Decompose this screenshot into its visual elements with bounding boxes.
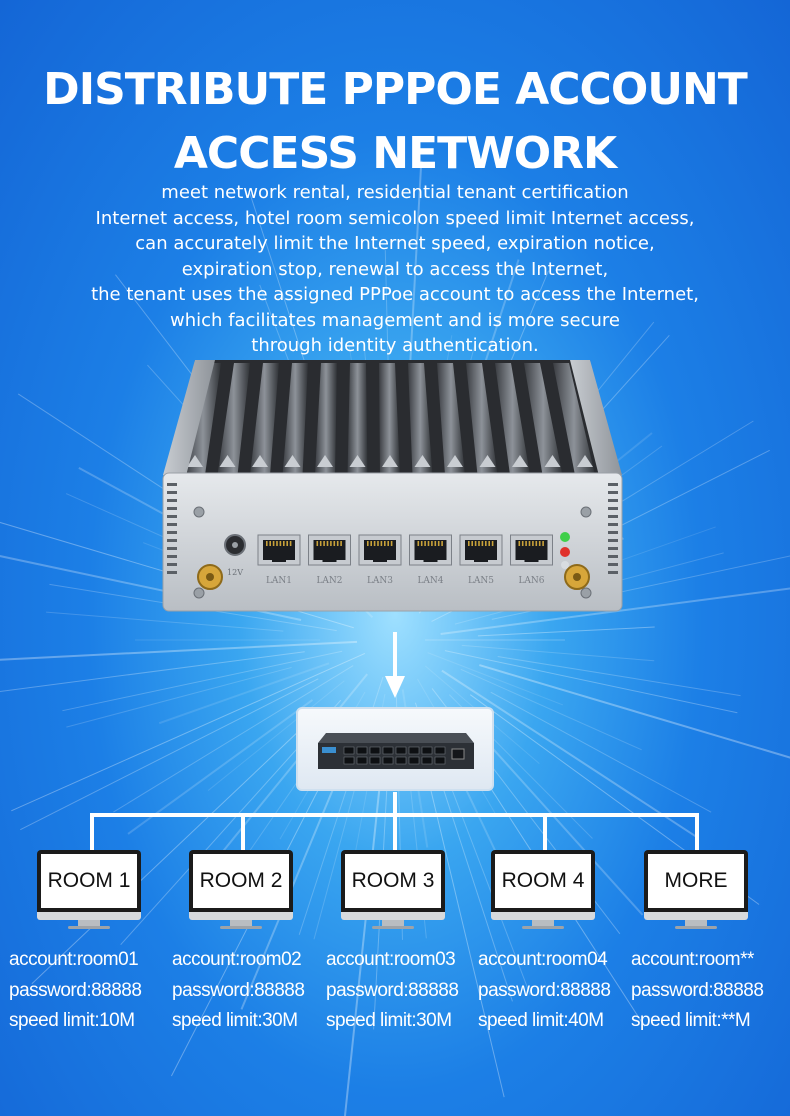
password-text: password:88888 [9, 979, 142, 1001]
network-switch-image [318, 733, 474, 769]
description-line: expiration stop, renewal to access the I… [181, 258, 609, 280]
lan-port-label: LAN6 [518, 576, 544, 586]
lan-port-label: LAN3 [367, 576, 393, 586]
account-text: account:room03 [326, 949, 456, 970]
room-monitor-4: ROOM 4 [491, 850, 595, 929]
headline-line-1: DISTRIBUTE PPPOE ACCOUNT [43, 64, 748, 115]
speed-limit-text: speed limit:40M [478, 1010, 604, 1031]
room-monitor-more: MORE [644, 850, 748, 929]
lan-port-2: LAN2 [308, 534, 351, 586]
room-credentials-more: account:room** password:88888 speed limi… [631, 945, 764, 1037]
speed-limit-text: speed limit:**M [631, 1010, 751, 1031]
room-monitor-1: ROOM 1 [37, 850, 141, 929]
description-paragraph: meet network rental, residential tenant … [0, 180, 790, 359]
room-credentials-1: account:room01 password:88888 speed limi… [9, 945, 142, 1037]
password-text: password:88888 [172, 979, 305, 1001]
room-label: ROOM 2 [193, 854, 289, 908]
arrow-down-icon [385, 632, 405, 698]
lan-port-label: LAN4 [417, 576, 443, 586]
mini-pc-router-image: 12V LAN1 LAN2 LAN3 LAN4 LAN5 LAN6 [162, 360, 623, 612]
lan-port-label: LAN2 [316, 576, 342, 586]
lan-port-5: LAN5 [459, 534, 503, 586]
room-credentials-4: account:room04 password:88888 speed limi… [478, 945, 611, 1037]
account-text: account:room** [631, 949, 754, 970]
account-text: account:room02 [172, 949, 302, 970]
speed-limit-text: speed limit:30M [172, 1010, 298, 1031]
speed-limit-text: speed limit:10M [9, 1010, 135, 1031]
room-label: MORE [648, 854, 744, 908]
lan-port-1: LAN1 [257, 534, 301, 586]
speed-limit-text: speed limit:30M [326, 1010, 452, 1031]
description-line: which facilitates management and is more… [170, 309, 620, 331]
room-label: ROOM 1 [41, 854, 137, 908]
account-text: account:room04 [478, 949, 608, 970]
headline-line-2: ACCESS NETWORK [173, 128, 617, 179]
account-text: account:room01 [9, 949, 139, 970]
password-text: password:88888 [478, 979, 611, 1001]
room-label: ROOM 3 [345, 854, 441, 908]
room-credentials-2: account:room02 password:88888 speed limi… [172, 945, 305, 1037]
lan-port-3: LAN3 [358, 534, 402, 586]
room-credentials-3: account:room03 password:88888 speed limi… [326, 945, 459, 1037]
network-switch-card [296, 707, 494, 791]
power-label: 12V [227, 568, 243, 577]
description-line: Internet access, hotel room semicolon sp… [95, 207, 695, 229]
description-line: meet network rental, residential tenant … [161, 182, 629, 203]
lan-port-label: LAN1 [266, 576, 292, 586]
description-line: through identity authentication. [251, 335, 539, 356]
room-label: ROOM 4 [495, 854, 591, 908]
lan-port-6: LAN6 [510, 534, 553, 586]
room-monitor-3: ROOM 3 [341, 850, 445, 929]
description-line: can accurately limit the Internet speed,… [135, 233, 655, 254]
lan-port-4: LAN4 [409, 534, 452, 586]
lan-port-label: LAN5 [468, 576, 494, 586]
room-monitor-2: ROOM 2 [189, 850, 293, 929]
description-line: the tenant uses the assigned PPPoe accou… [91, 284, 699, 305]
password-text: password:88888 [631, 979, 764, 1001]
password-text: password:88888 [326, 979, 459, 1001]
